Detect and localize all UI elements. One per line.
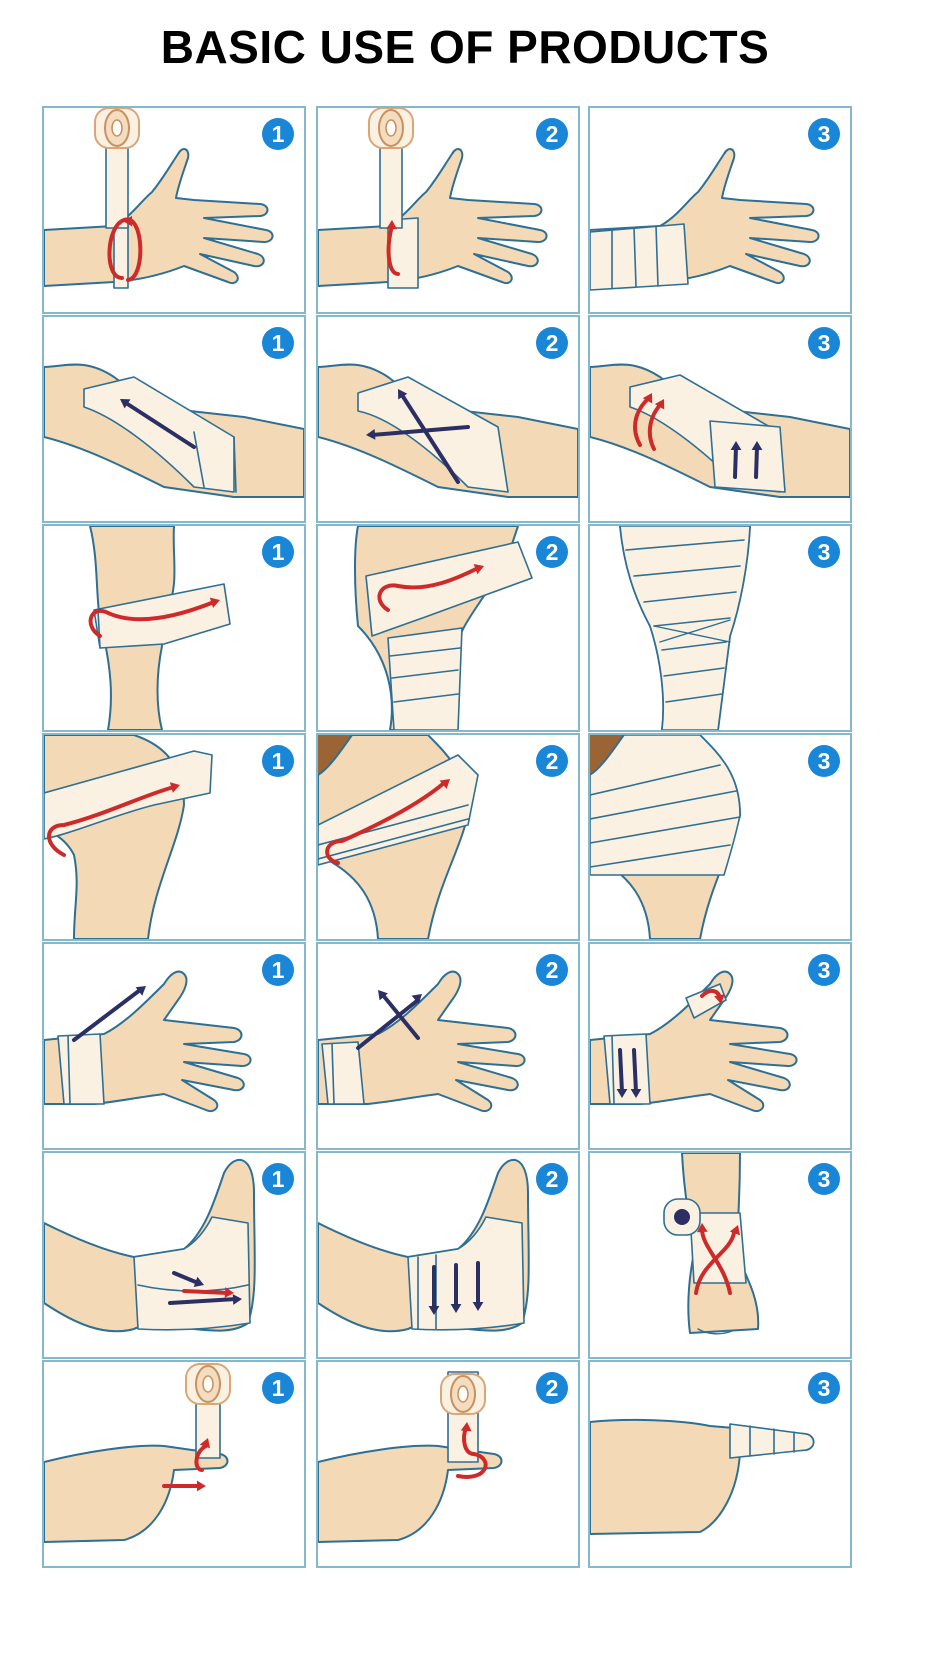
illustration-knee-step-1 — [88, 526, 231, 730]
page-title: BASIC USE OF PRODUCTS — [160, 21, 770, 73]
step-number-badge: 2 — [536, 1372, 568, 1404]
step-number-badge: 2 — [536, 118, 568, 150]
illustration-elbow-step-1 — [44, 363, 304, 498]
illustration-elbow-step-3 — [590, 363, 850, 498]
illustration-finger-step-2 — [318, 1371, 503, 1543]
panel-elbow-step-3: 3 — [588, 315, 852, 523]
step-number-badge: 3 — [808, 954, 840, 986]
illustration-thigh-step-2 — [318, 735, 479, 939]
step-number-badge: 2 — [536, 536, 568, 568]
step-number-badge: 3 — [808, 1372, 840, 1404]
illustration-hand-thumb-step-2 — [318, 970, 526, 1112]
step-number-badge: 2 — [536, 327, 568, 359]
panel-finger-step-3: 3 — [588, 1360, 852, 1568]
step-number-badge: 1 — [262, 1372, 294, 1404]
panel-ankle-step-3: 3 — [588, 1151, 852, 1359]
panel-ankle-step-1: 1 — [42, 1151, 306, 1359]
step-number-badge: 2 — [536, 1163, 568, 1195]
panel-finger-step-2: 2 — [316, 1360, 580, 1568]
panel-hand-thumb-step-3: 3 — [588, 942, 852, 1150]
illustration-wrist-step-2 — [318, 108, 548, 289]
illustration-ankle-step-2 — [318, 1158, 530, 1333]
step-number-badge: 3 — [808, 745, 840, 777]
panel-thigh-step-2: 2 — [316, 733, 580, 941]
step-number-badge: 3 — [808, 1163, 840, 1195]
panel-knee-step-2: 2 — [316, 524, 580, 732]
panel-hand-thumb-step-1: 1 — [42, 942, 306, 1150]
step-number-badge: 1 — [262, 118, 294, 150]
panel-thigh-step-3: 3 — [588, 733, 852, 941]
panel-wrist-step-2: 2 — [316, 106, 580, 314]
illustration-ankle-step-1 — [44, 1158, 256, 1333]
illustration-knee-step-3 — [619, 526, 751, 730]
panel-wrist-step-3: 3 — [588, 106, 852, 314]
illustration-hand-thumb-step-1 — [44, 970, 252, 1112]
panel-elbow-step-2: 2 — [316, 315, 580, 523]
panel-thigh-step-1: 1 — [42, 733, 306, 941]
illustration-wrist-step-3 — [590, 148, 820, 291]
illustration-thigh-step-3 — [590, 735, 741, 939]
illustration-finger-step-1 — [44, 1363, 231, 1543]
panel-wrist-step-1: 1 — [42, 106, 306, 314]
step-number-badge: 2 — [536, 745, 568, 777]
panel-hand-thumb-step-2: 2 — [316, 942, 580, 1150]
panel-ankle-step-2: 2 — [316, 1151, 580, 1359]
illustration-thigh-step-1 — [44, 735, 213, 939]
illustration-wrist-step-1 — [44, 108, 274, 289]
step-number-badge: 3 — [808, 327, 840, 359]
step-number-badge: 3 — [808, 118, 840, 150]
panel-knee-step-1: 1 — [42, 524, 306, 732]
illustration-hand-thumb-step-3 — [590, 970, 798, 1112]
step-number-badge: 1 — [262, 327, 294, 359]
step-number-badge: 1 — [262, 954, 294, 986]
step-number-badge: 2 — [536, 954, 568, 986]
illustration-ankle-step-3 — [663, 1153, 760, 1335]
step-number-badge: 1 — [262, 536, 294, 568]
illustration-elbow-step-2 — [318, 363, 578, 498]
panel-elbow-step-1: 1 — [42, 315, 306, 523]
step-number-badge: 1 — [262, 745, 294, 777]
panel-knee-step-3: 3 — [588, 524, 852, 732]
panel-finger-step-1: 1 — [42, 1360, 306, 1568]
illustration-knee-step-2 — [354, 526, 533, 730]
illustration-finger-step-3 — [590, 1418, 815, 1535]
step-number-badge: 3 — [808, 536, 840, 568]
step-number-badge: 1 — [262, 1163, 294, 1195]
